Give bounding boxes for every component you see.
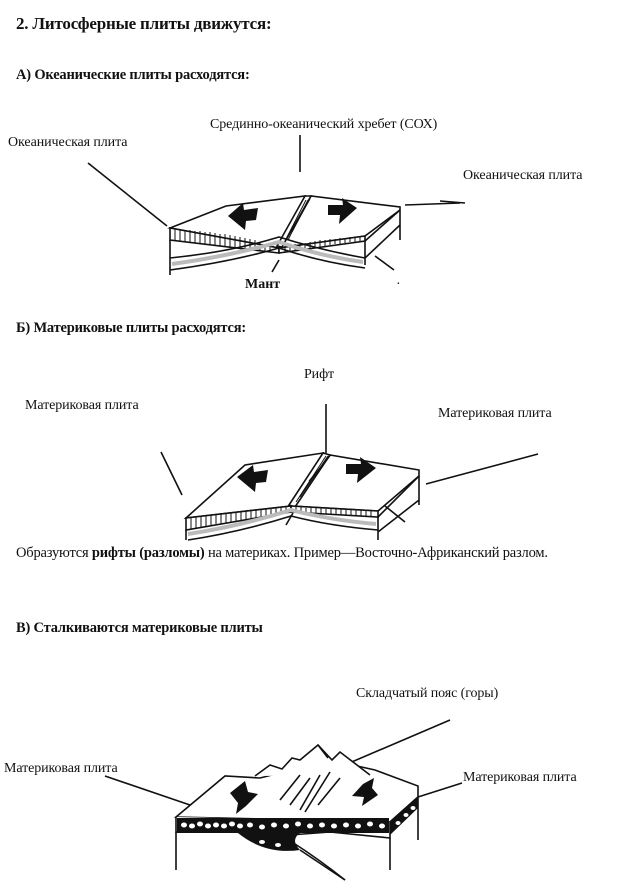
leader-left	[160, 451, 183, 496]
section-a-label-bottom-cut: Мант	[245, 277, 280, 292]
crust-hatching	[174, 198, 361, 253]
section-b-heading: Б) Материковые плиты расходятся:	[16, 320, 247, 336]
mountains	[254, 743, 371, 777]
leader-bottom-right	[374, 255, 395, 271]
arrow-left-icon	[228, 203, 258, 230]
section-a-label-left: Океаническая плита	[8, 135, 128, 150]
note-pre: Образуются	[16, 545, 92, 561]
section-c-heading: В) Сталкиваются материковые плиты	[16, 620, 263, 636]
crust-crosshatch	[177, 797, 418, 851]
section-a-heading: А) Океанические плиты расходятся:	[16, 67, 250, 83]
note-post: на материках. Пример—Восточно-Африкански…	[204, 545, 548, 561]
arrow-left-icon	[237, 465, 268, 492]
section-c-label-left: Материковая плита	[4, 761, 118, 776]
leader-bottom	[285, 512, 294, 526]
arrow-right-icon	[346, 457, 376, 483]
section-c-label-right: Материковая плита	[463, 770, 577, 785]
leader-top	[346, 719, 451, 765]
section-b-label-right: Материковая плита	[438, 406, 552, 421]
section-b-label-top: Рифт	[304, 367, 335, 382]
note-bold: рифты (разломы)	[91, 545, 205, 561]
arrow-right-icon	[230, 781, 258, 814]
arrow-left-icon	[352, 778, 378, 806]
svg-text:·: ·	[396, 277, 401, 292]
leader-right	[417, 782, 463, 798]
leader-left	[87, 162, 168, 227]
section-a-diagram: Мант ·	[87, 135, 466, 292]
section-c-label-top: Складчатый пояс (горы)	[356, 686, 499, 701]
leader-bottom	[271, 259, 280, 273]
leader-bottom-right	[384, 505, 406, 523]
section-b-label-left: Материковая плита	[25, 398, 139, 413]
leader-right	[404, 202, 461, 206]
section-a-label-top: Срединно-океанический хребет (СОХ)	[210, 117, 438, 132]
leader-left	[104, 775, 191, 806]
section-b-note: Образуются рифты (разломы) на материках.…	[16, 545, 548, 562]
page-title: 2. Литосферные плиты движутся:	[16, 14, 272, 33]
leader-right	[425, 453, 539, 485]
section-b-diagram	[160, 404, 539, 541]
arrow-right-icon	[328, 198, 357, 224]
section-a-label-right: Океаническая плита	[463, 168, 583, 183]
